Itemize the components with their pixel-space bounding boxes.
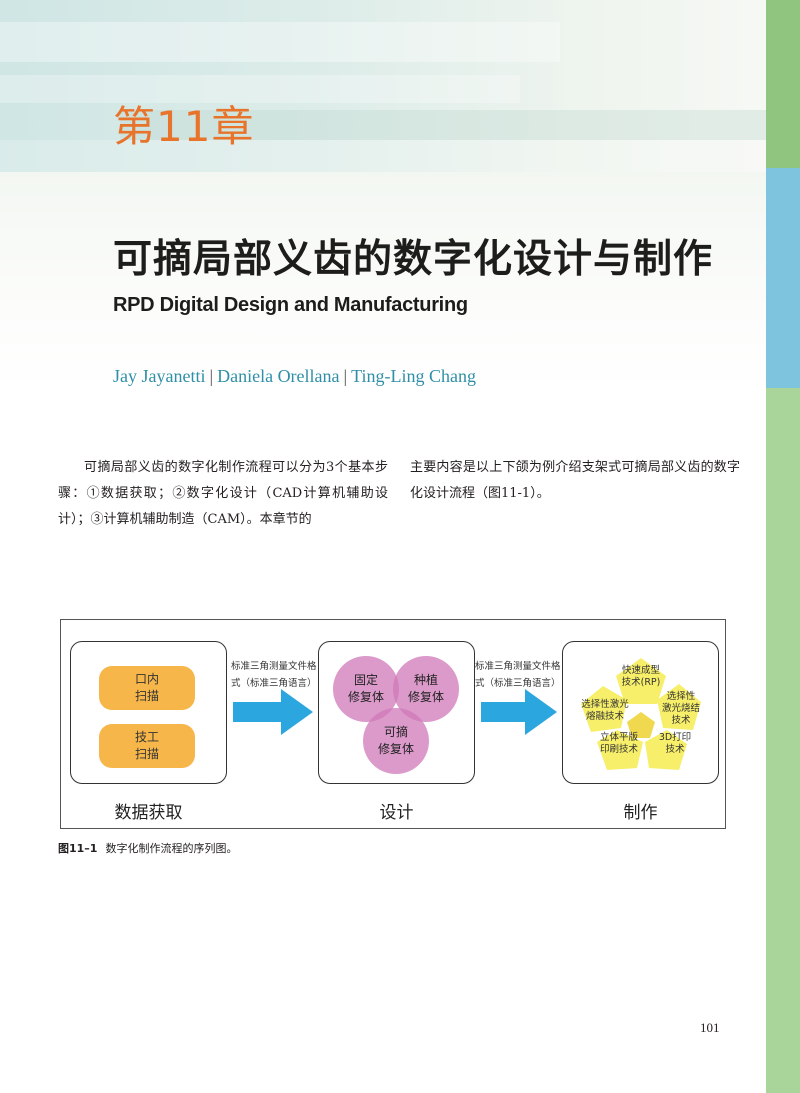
header-band: [0, 0, 766, 172]
rapid-prototyping-label: 快速成型 技术(RP): [621, 665, 661, 688]
right-arrow-icon: [233, 689, 313, 735]
side-strip-light-green: [766, 388, 800, 1093]
pentagon-bottom-left: [597, 730, 643, 770]
step-label-manufacturing: 制作: [623, 803, 658, 823]
side-strip-green: [766, 0, 800, 168]
arrow-label: 标准三角测量文件格 式（标准三角语言）: [231, 661, 317, 689]
pentagon-left: [581, 686, 627, 732]
pentagon-bottom-right: [645, 730, 687, 770]
right-arrow-icon: [481, 689, 557, 735]
step-label-design: 设计: [379, 803, 414, 823]
workflow-figure: 口内 扫描 技工 扫描 标准三角测量文件格 式（标准三角语言） 固定 修复体 种…: [60, 619, 726, 829]
author-name: Jay Jayanetti: [113, 366, 206, 386]
intraoral-scan-box: 口内 扫描: [99, 666, 195, 710]
lab-scan-box: 技工 扫描: [99, 724, 195, 768]
figure-number: 图11–1: [58, 842, 98, 855]
manufacturing-panel: 快速成型 技术(RP) 选择性激光 熔融技术 选择性 激光烧结 技术 立体平版 …: [562, 641, 719, 784]
design-panel: 固定 修复体 种植 修复体 可摘 修复体: [318, 641, 475, 784]
pentagon-top: [616, 658, 666, 704]
author-name: Daniela Orellana: [217, 366, 340, 386]
arrow-label: 标准三角测量文件格 式（标准三角语言）: [475, 661, 561, 689]
figure-caption-text: 数字化制作流程的序列图。: [105, 842, 238, 855]
body-paragraph-left: 可摘局部义齿的数字化制作流程可以分为3个基本步骤：①数据获取；②数字化设计（CA…: [58, 460, 388, 527]
step-label-data-acquisition: 数据获取: [114, 803, 183, 823]
fixed-prosthesis-circle: 固定 修复体: [333, 656, 399, 722]
implant-prosthesis-circle: 种植 修复体: [393, 656, 459, 722]
side-strip-blue: [766, 168, 800, 388]
author-name: Ting-Ling Chang: [351, 366, 476, 386]
pentagon-center: [627, 712, 655, 738]
data-acquisition-panel: 口内 扫描 技工 扫描: [70, 641, 227, 784]
figure-caption: 图11–1 数字化制作流程的序列图。: [58, 840, 237, 856]
header-stripe: [0, 140, 766, 172]
body-paragraph-right: 主要内容是以上下颌为例介绍支架式可摘局部义齿的数字化设计流程（图11-1）。: [410, 460, 740, 501]
header-stripe: [0, 75, 520, 103]
removable-prosthesis-circle: 可摘 修复体: [363, 708, 429, 774]
pentagon-right: [657, 684, 701, 730]
chapter-number: 第11章: [113, 102, 255, 151]
chapter-title-chinese: 可摘局部义齿的数字化设计与制作: [113, 237, 714, 282]
pentagon-diagram: [581, 658, 701, 770]
header-stripe: [120, 110, 766, 140]
page-number: 101: [700, 1020, 720, 1035]
author-separator: |: [209, 366, 214, 386]
sla-label: 立体平版 印刷技术: [599, 732, 638, 755]
author-separator: |: [343, 366, 348, 386]
3d-printing-label: 3D打印 技术: [658, 732, 692, 755]
header-stripe: [0, 22, 560, 62]
author-list: Jay Jayanetti|Daniela Orellana|Ting-Ling…: [113, 366, 476, 387]
slm-label: 选择性激光 熔融技术: [581, 699, 629, 722]
sls-label: 选择性 激光烧结 技术: [661, 691, 700, 726]
chapter-title-english: RPD Digital Design and Manufacturing: [113, 294, 468, 316]
title-background: [0, 172, 766, 392]
